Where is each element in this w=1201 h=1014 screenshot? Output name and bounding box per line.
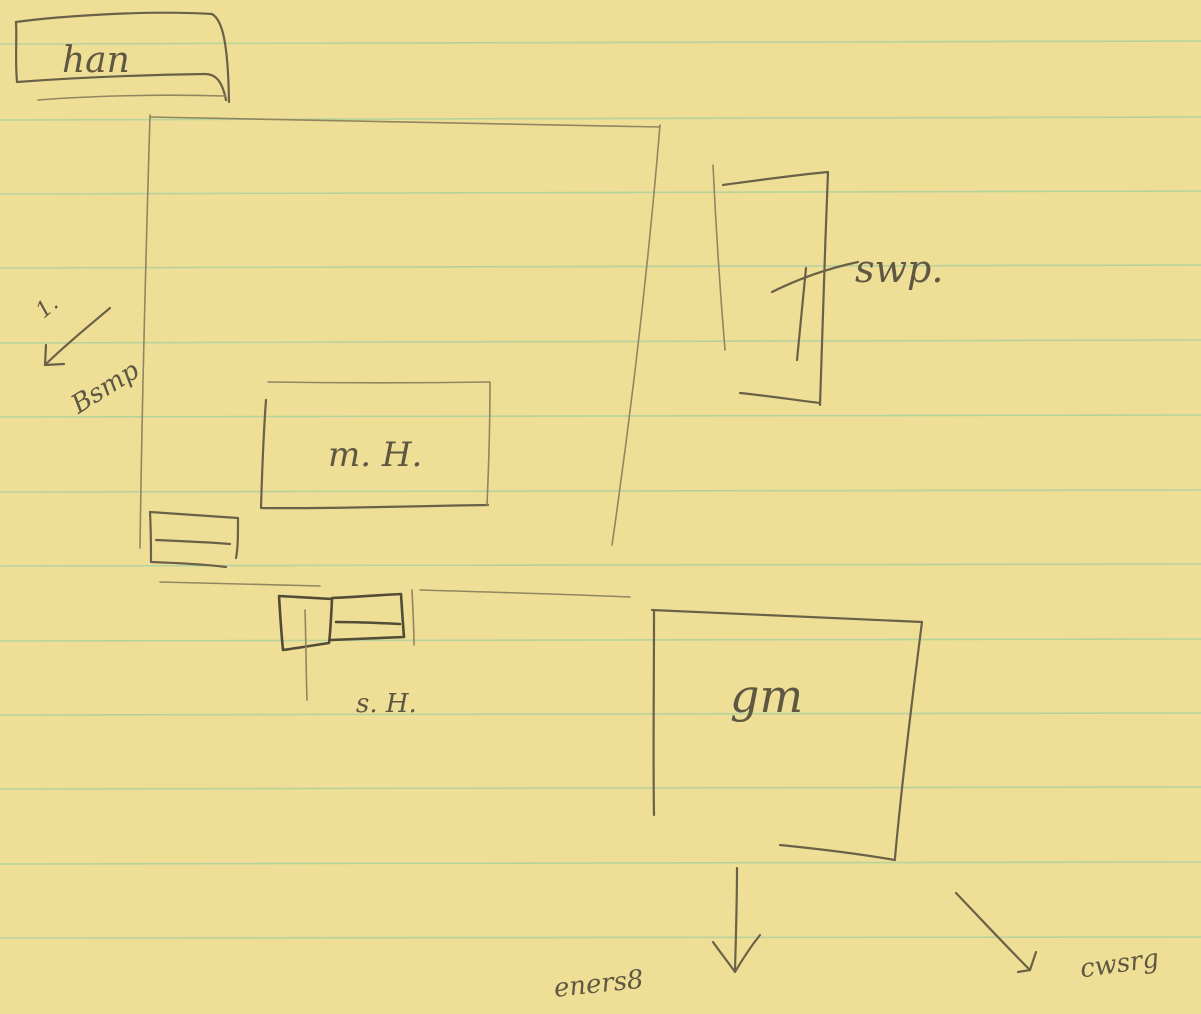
bottom-right-box: gm: [652, 610, 922, 860]
small-lower-left-box: [150, 512, 238, 567]
inner-box-mh: m. H.: [261, 382, 490, 508]
left-arrow-number: 1.: [31, 291, 63, 324]
bottom-arrow-label: eners8: [552, 965, 644, 1004]
small-boxes-sh-label: s. H.: [356, 689, 417, 719]
large-enclosure: [140, 115, 660, 597]
ruled-lines: [0, 41, 1201, 938]
right-arrow-group: cwsrg: [956, 893, 1161, 984]
right-tall-box-label: swp.: [855, 247, 943, 291]
small-boxes-sh: s. H.: [279, 590, 417, 719]
right-tall-box: swp.: [713, 165, 943, 405]
top-left-box: han: [16, 13, 229, 102]
inner-box-mh-label: m. H.: [328, 435, 422, 475]
right-arrow-label: cwsrg: [1078, 944, 1161, 985]
left-arrow-label: Bsmp: [65, 355, 145, 420]
bottom-arrow-group: eners8: [552, 868, 760, 1004]
bottom-right-box-label: gm: [730, 669, 803, 723]
top-left-box-label: han: [62, 40, 130, 81]
left-arrow-group: 1. Bsmp: [31, 291, 145, 421]
